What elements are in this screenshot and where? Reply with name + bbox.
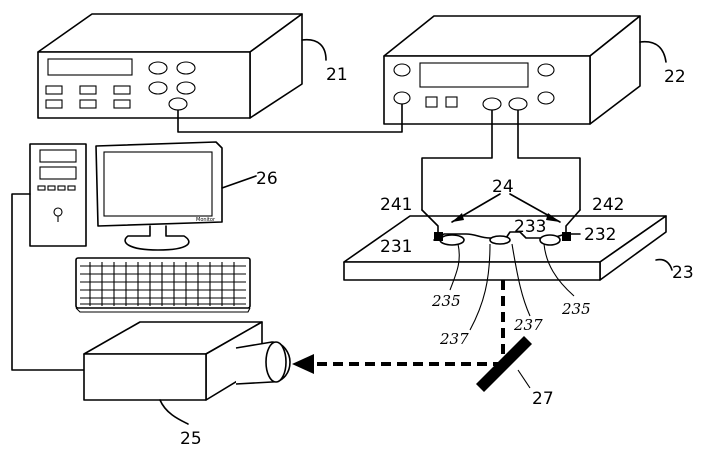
label-235-left: 235 <box>431 292 461 310</box>
optical-path <box>292 280 505 374</box>
label-25: 25 <box>180 429 202 449</box>
label-21: 21 <box>326 65 348 85</box>
keyboard-keys <box>80 262 246 306</box>
label-232: 232 <box>584 225 616 245</box>
label-237-right: 237 <box>513 316 543 334</box>
probe-tips <box>421 193 581 235</box>
camera-25 <box>83 321 291 425</box>
device-on-substrate <box>433 231 581 246</box>
monitor-brand-text: Monitor <box>196 217 216 223</box>
power-supply-21 <box>37 13 327 119</box>
monitor-26: Monitor <box>95 141 257 251</box>
label-241: 241 <box>380 195 412 215</box>
keyboard <box>75 257 251 313</box>
probe-leads <box>421 109 581 211</box>
label-27: 27 <box>532 389 554 409</box>
connecting-cable-21-22 <box>177 103 403 133</box>
label-22: 22 <box>664 67 686 87</box>
label-233: 233 <box>514 217 546 237</box>
label-242: 242 <box>592 195 624 215</box>
power-supply-22 <box>383 15 667 125</box>
label-26: 26 <box>256 169 278 189</box>
label-237-left: 237 <box>439 330 469 348</box>
camera-cable <box>11 193 85 371</box>
label-24: 24 <box>492 177 514 197</box>
computer-tower <box>29 143 87 247</box>
label-235-right: 235 <box>561 300 591 318</box>
label-231: 231 <box>380 237 412 257</box>
leader-lines <box>449 243 575 331</box>
label-23: 23 <box>672 263 694 283</box>
